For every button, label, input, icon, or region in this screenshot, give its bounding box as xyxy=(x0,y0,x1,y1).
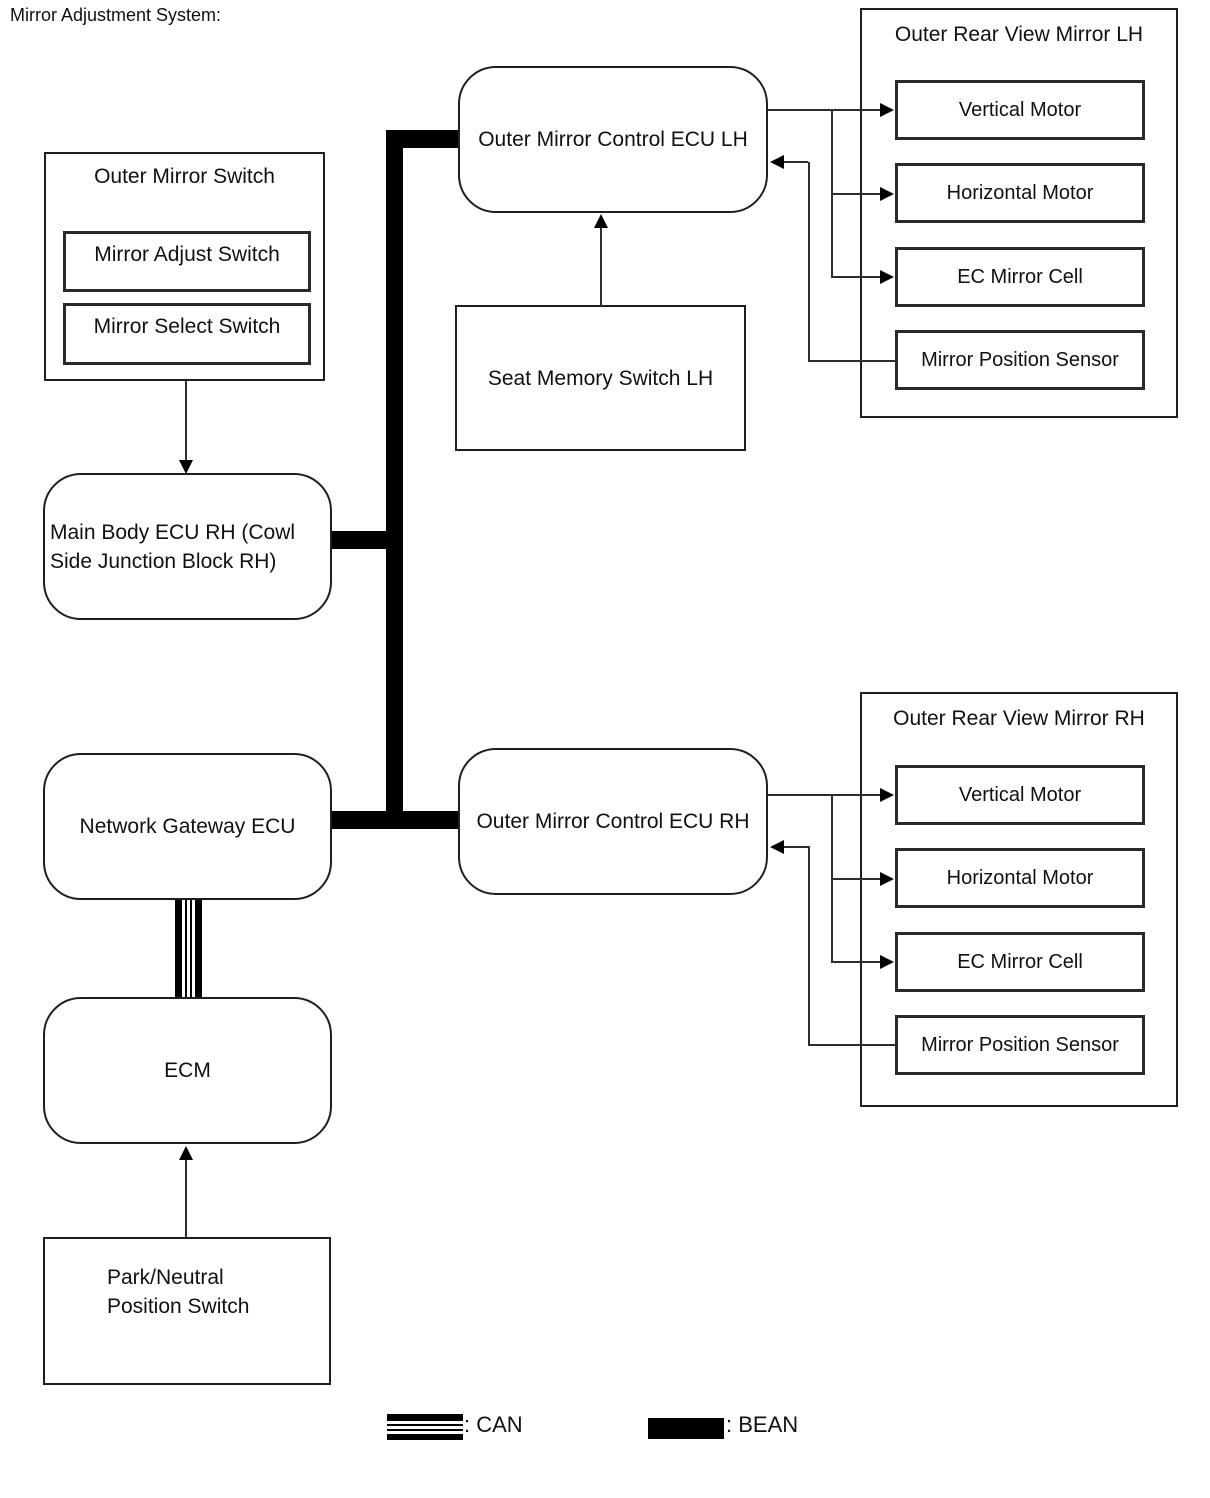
box-ecm: ECM xyxy=(43,997,332,1144)
arrow-head-into-ecm xyxy=(179,1146,193,1160)
line-sensor-return-lh-vertical xyxy=(808,162,810,362)
mirror-lh-title: Outer Rear View Mirror LH xyxy=(894,23,1144,46)
box-seat-memory-switch: Seat Memory Switch LH xyxy=(455,305,746,451)
box-vertical-motor-rh: Vertical Motor xyxy=(895,765,1145,825)
arrow-head-into-ecu-lh-right xyxy=(770,155,784,169)
can-bus-gateway-to-ecm xyxy=(175,898,202,999)
arrow-head-ec-mirror-cell-lh xyxy=(880,270,894,284)
arrow-head-vertical-motor-lh xyxy=(880,103,894,117)
mirror-adjust-switch-label: Mirror Adjust Switch xyxy=(94,243,280,266)
box-mirror-position-sensor-rh: Mirror Position Sensor xyxy=(895,1015,1145,1075)
horizontal-motor-lh-label: Horizontal Motor xyxy=(946,182,1094,204)
ecu-lh-label: Outer Mirror Control ECU LH xyxy=(478,128,748,151)
vertical-motor-rh-label: Vertical Motor xyxy=(958,784,1082,806)
box-horizontal-motor-rh: Horizontal Motor xyxy=(895,848,1145,908)
box-ecu-lh: Outer Mirror Control ECU LH xyxy=(458,66,768,213)
line-to-ec-mirror-cell-rh xyxy=(831,961,880,963)
line-to-horizontal-motor-lh xyxy=(831,193,880,195)
bean-stub-main-body-ecu xyxy=(330,531,403,549)
ecm-label: ECM xyxy=(164,1059,211,1082)
mirror-rh-title: Outer Rear View Mirror RH xyxy=(893,707,1145,730)
ec-mirror-cell-lh-label: EC Mirror Cell xyxy=(957,266,1083,288)
box-main-body-ecu: Main Body ECU RH (Cowl Side Junction Blo… xyxy=(43,473,332,620)
legend-can-swatch xyxy=(387,1414,463,1440)
horizontal-motor-rh-label: Horizontal Motor xyxy=(946,867,1094,889)
ecu-rh-label: Outer Mirror Control ECU RH xyxy=(476,810,750,833)
arrow-head-vertical-motor-rh xyxy=(880,788,894,802)
line-to-ec-mirror-cell-lh xyxy=(831,276,880,278)
bean-line-gateway-to-ecu-rh xyxy=(330,811,458,829)
vertical-motor-lh-label: Vertical Motor xyxy=(958,99,1082,121)
page-title: Mirror Adjustment System: xyxy=(10,5,222,25)
line-seat-memory-to-ecu-lh xyxy=(600,228,602,306)
line-park-to-ecm xyxy=(185,1160,187,1237)
box-vertical-motor-lh: Vertical Motor xyxy=(895,80,1145,140)
box-mirror-position-sensor-lh: Mirror Position Sensor xyxy=(895,330,1145,390)
arrow-head-horizontal-motor-rh xyxy=(880,872,894,886)
arrow-head-into-main-body xyxy=(179,460,193,474)
ec-mirror-cell-rh-label: EC Mirror Cell xyxy=(957,951,1083,973)
line-sensor-return-rh-vertical xyxy=(808,846,810,1046)
legend-bean-swatch xyxy=(648,1418,724,1439)
box-ec-mirror-cell-lh: EC Mirror Cell xyxy=(895,247,1145,307)
line-sensor-return-rh-top xyxy=(783,846,808,848)
line-sensor-return-lh-bottom xyxy=(808,360,895,362)
mirror-position-sensor-lh-label: Mirror Position Sensor xyxy=(921,349,1119,371)
main-body-ecu-label: Main Body ECU RH (Cowl Side Junction Blo… xyxy=(50,520,296,573)
network-gateway-ecu-label: Network Gateway ECU xyxy=(79,815,296,838)
box-ecu-rh: Outer Mirror Control ECU RH xyxy=(458,748,768,895)
mirror-position-sensor-rh-label: Mirror Position Sensor xyxy=(921,1034,1119,1056)
park-neutral-switch-label: Park/Neutral Position Switch xyxy=(107,1266,250,1318)
outer-mirror-switch-label: Outer Mirror Switch xyxy=(94,165,275,188)
seat-memory-switch-label: Seat Memory Switch LH xyxy=(487,366,714,390)
arrow-head-ec-mirror-cell-rh xyxy=(880,955,894,969)
bean-bus-vertical xyxy=(386,130,403,829)
box-horizontal-motor-lh: Horizontal Motor xyxy=(895,163,1145,223)
arrow-head-into-ecu-rh-right xyxy=(770,840,784,854)
line-sensor-return-lh-top xyxy=(783,161,808,163)
box-park-neutral-switch: Park/Neutral Position Switch xyxy=(43,1237,331,1385)
line-ecu-lh-to-vertical-motor xyxy=(768,109,880,111)
mirror-select-switch-label: Mirror Select Switch xyxy=(93,315,281,338)
arrow-head-into-ecu-lh-bottom xyxy=(594,214,608,228)
box-mirror-adjust-switch: Mirror Adjust Switch xyxy=(63,231,311,292)
line-switch-to-main-body xyxy=(185,381,187,461)
legend-can-label: : CAN xyxy=(464,1412,523,1437)
line-to-horizontal-motor-rh xyxy=(831,878,880,880)
line-sensor-return-rh-bottom xyxy=(808,1044,895,1046)
box-ec-mirror-cell-rh: EC Mirror Cell xyxy=(895,932,1145,992)
line-ecu-rh-to-vertical-motor xyxy=(768,794,880,796)
box-mirror-select-switch: Mirror Select Switch xyxy=(63,303,311,365)
legend-bean-label: : BEAN xyxy=(726,1412,799,1437)
bean-stub-ecu-lh xyxy=(386,130,458,148)
box-network-gateway-ecu: Network Gateway ECU xyxy=(43,753,332,900)
arrow-head-horizontal-motor-lh xyxy=(880,187,894,201)
